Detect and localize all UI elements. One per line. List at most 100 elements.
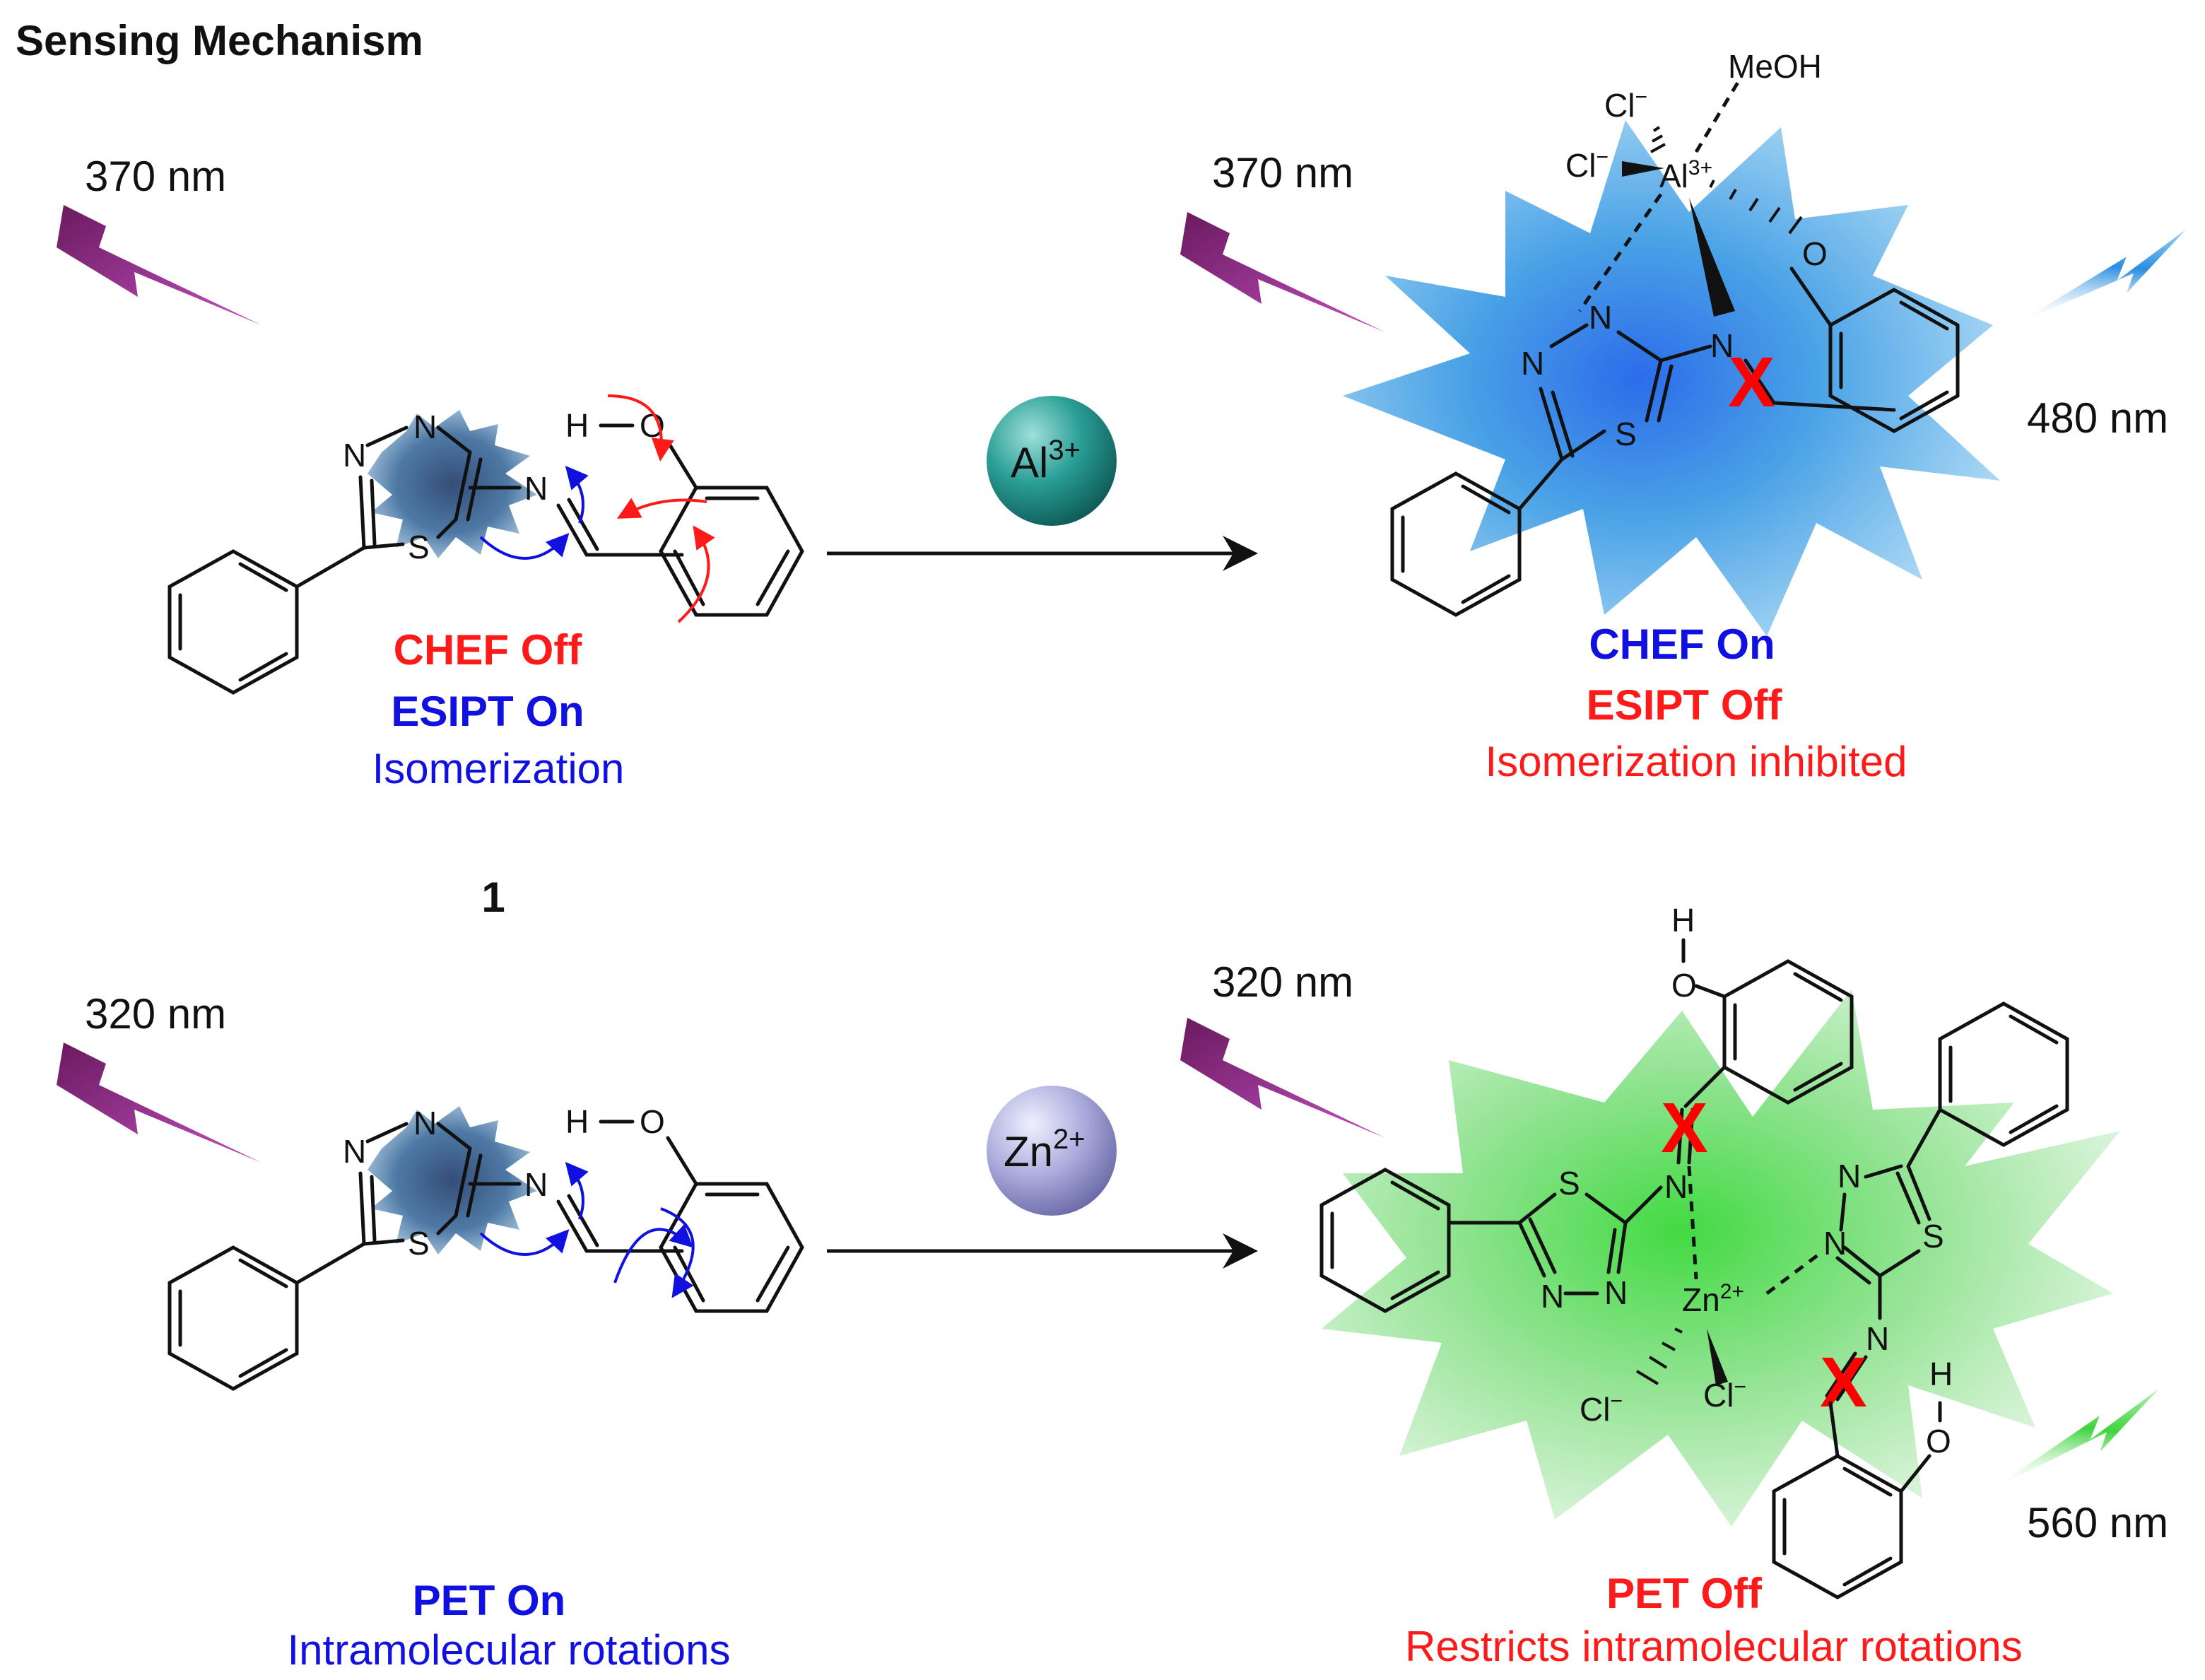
atom-n: N: [1541, 1278, 1564, 1315]
atom-o: O: [640, 1103, 665, 1140]
top-left-red-arrow: [677, 525, 715, 623]
bottom-left-pet-label: PET On: [413, 1577, 566, 1624]
top-left-chef-label: CHEF Off: [394, 626, 583, 674]
top-left-phenol-ring: [659, 486, 804, 617]
cl-ligand: Cl: [1565, 147, 1596, 184]
zn-cl-wedge-bond: [1707, 1329, 1728, 1385]
zn-cl-hashed-bond: [1635, 1327, 1683, 1385]
cl-ligand: Cl: [1703, 1377, 1734, 1414]
atom-n: N: [413, 1105, 437, 1141]
zn-bottom-rotation-blocked-x: X: [1820, 1343, 1867, 1422]
atom-s: S: [408, 1225, 430, 1262]
bottom-right-panel: 320 nm 560 nm S N N: [1180, 902, 2168, 1670]
bottom-left-excitation-label: 320 nm: [85, 990, 226, 1038]
cl-ligand: Cl: [1604, 87, 1635, 124]
zn-top-rotation-blocked-x: X: [1661, 1088, 1708, 1168]
bottom-right-rotations-label: Restricts intramolecular rotations: [1405, 1623, 2023, 1670]
zn-bottom-phenol-ring: [1772, 1454, 1903, 1599]
top-left-glow: [368, 410, 537, 558]
al-wedge-bond: [1689, 198, 1735, 317]
al-ion-symbol: Al: [1011, 439, 1048, 486]
al-cl-hashed-bond: [1650, 126, 1666, 153]
zn-complex-glow: [1322, 989, 2120, 1527]
svg-text:Zn2+: Zn2+: [1004, 1124, 1086, 1175]
al-metal-charge: 3+: [1688, 156, 1712, 180]
svg-text:Cl−: Cl−: [1703, 1375, 1746, 1414]
zn-ion-symbol: Zn: [1004, 1128, 1053, 1175]
atom-h: H: [565, 1103, 589, 1140]
atom-s: S: [408, 529, 430, 565]
emission-bolt-480: [2017, 230, 2186, 324]
top-right-emission-label: 480 nm: [2027, 394, 2168, 442]
bottom-left-glow: [368, 1106, 537, 1255]
svg-text:Cl−: Cl−: [1565, 146, 1609, 184]
svg-text:Cl−: Cl−: [1604, 86, 1647, 124]
al-hashed-bond: [1709, 180, 1803, 235]
cl-charge: −: [1610, 1390, 1623, 1413]
bottom-left-blue-arrow: [613, 1223, 693, 1284]
atom-o: O: [1802, 235, 1828, 272]
zn-top-phenol-ring: [1722, 959, 1854, 1105]
al-metal-center: Al: [1659, 158, 1688, 194]
atom-n: N: [413, 409, 437, 445]
top-left-panel: 370 nm N N S N: [57, 153, 804, 792]
top-left-excitation-label: 370 nm: [85, 153, 226, 200]
svg-text:Al3+: Al3+: [1011, 435, 1081, 486]
bottom-left-blue-arrow: [660, 1207, 695, 1298]
al-ion-charge: 3+: [1048, 435, 1081, 466]
bottom-left-excitation-bolt: [57, 1042, 261, 1163]
zn-right-thiadiazole: N N S: [1823, 1158, 1944, 1285]
zn-right-phenyl-ring: [1938, 1001, 2069, 1147]
top-left-phenyl-ring: [167, 549, 299, 695]
atom-s: S: [1615, 416, 1637, 452]
top-left-red-arrow: [607, 394, 674, 462]
al-complex-glow: [1343, 120, 2000, 636]
atom-n: N: [1664, 1168, 1688, 1205]
atom-n: N: [1866, 1320, 1889, 1357]
top-right-isomerization-label: Isomerization inhibited: [1486, 738, 1907, 785]
al-ion-sphere: Al3+: [987, 396, 1117, 526]
top-right-thiadiazole: N N S: [1521, 299, 1674, 462]
top-right-panel: 370 nm 480 nm N N S: [1180, 48, 2186, 785]
atom-n: N: [1521, 345, 1544, 382]
bottom-left-phenol-ring: [659, 1182, 804, 1313]
top-left-red-arrow: [616, 498, 707, 519]
atom-n: N: [343, 1133, 366, 1170]
top-right-excitation-label: 370 nm: [1212, 149, 1353, 196]
atom-s: S: [1922, 1218, 1944, 1255]
top-left-blue-arrow: [565, 465, 589, 524]
svg-text:Zn2+: Zn2+: [1682, 1280, 1744, 1318]
atom-n: N: [1604, 1274, 1628, 1311]
top-right-excitation-bolt: [1180, 212, 1385, 332]
atom-h: H: [1671, 902, 1695, 939]
bottom-left-thiadiazole: N N S: [343, 1105, 483, 1262]
zn-left-thiadiazole: S N N: [1517, 1165, 1628, 1315]
bottom-right-pet-label: PET Off: [1606, 1570, 1763, 1617]
compound-label: 1: [481, 874, 505, 921]
cl-ligand: Cl: [1580, 1391, 1610, 1428]
atom-o: O: [1926, 1423, 1951, 1459]
diagram-title: Sensing Mechanism: [16, 17, 423, 64]
atom-n: N: [1823, 1225, 1847, 1262]
bottom-left-panel: 320 nm N N S N: [57, 990, 804, 1674]
al-rotation-blocked-x: X: [1728, 343, 1775, 422]
atom-n: N: [524, 470, 548, 507]
top-left-excitation-bolt: [57, 205, 261, 325]
bottom-right-excitation-label: 320 nm: [1212, 958, 1353, 1006]
atom-n: N: [1589, 299, 1612, 336]
emission-bolt-560: [1992, 1388, 2159, 1489]
atom-s: S: [1558, 1165, 1580, 1202]
bottom-right-emission-label: 560 nm: [2027, 1499, 2168, 1546]
atom-n: N: [1838, 1158, 1861, 1194]
atom-n: N: [1710, 327, 1734, 364]
atom-n: N: [343, 437, 366, 474]
meoh-ligand: MeOH: [1728, 48, 1822, 85]
svg-text:Cl−: Cl−: [1580, 1390, 1623, 1428]
al-cl-wedge-bond: [1622, 161, 1664, 177]
zn-ion-sphere: Zn2+: [987, 1086, 1117, 1216]
zn-ion-charge: 2+: [1053, 1124, 1086, 1155]
svg-text:Al3+: Al3+: [1659, 156, 1712, 194]
cl-charge: −: [1596, 146, 1609, 169]
zn-left-phenyl-ring: [1319, 1168, 1451, 1313]
